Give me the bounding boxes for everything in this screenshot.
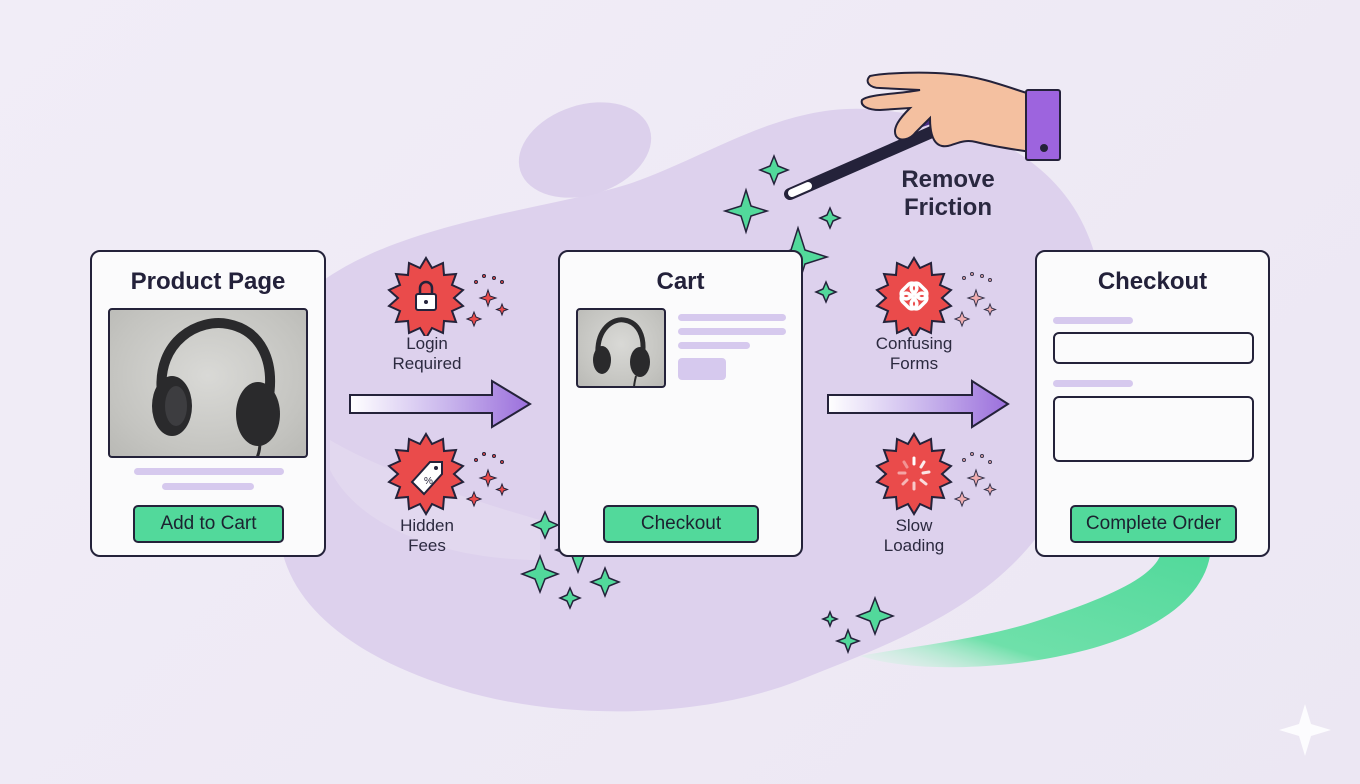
product-description-line [134, 468, 284, 475]
tangled-links-icon [875, 256, 997, 336]
add-to-cart-button[interactable]: Add to Cart [133, 505, 284, 543]
corner-sparkle-icon [1279, 704, 1331, 756]
slow-loading-line1: Slow [895, 516, 933, 535]
flow-arrow-1 [349, 379, 532, 429]
sparkle-group-ribbon [820, 595, 896, 655]
product-page-title: Product Page [130, 268, 286, 295]
product-page-card: Product Page Add to Cart [90, 250, 326, 557]
cart-item-photo [576, 308, 666, 388]
hidden-fees-line1: Hidden [400, 516, 454, 535]
cart-title: Cart [656, 268, 705, 295]
hidden-fees-line2: Fees [408, 536, 446, 555]
checkout-button[interactable]: Checkout [603, 505, 759, 543]
price-tag-icon: % [387, 432, 509, 516]
login-required-line2: Required [392, 354, 462, 373]
headphones-icon [593, 317, 650, 386]
confusing-forms-line1: Confusing [875, 334, 953, 353]
svg-text:%: % [424, 476, 433, 487]
checkout-card: Checkout Complete Order [1035, 250, 1270, 557]
hidden-fees-label: Hidden Fees [378, 516, 476, 556]
checkout-textarea-field[interactable] [1053, 396, 1254, 462]
background-blob-small [518, 102, 652, 198]
headphones-icon [152, 318, 280, 456]
cart-item-line [678, 342, 750, 349]
magic-wand-hand-icon [784, 71, 1061, 200]
remove-friction-line1: Remove [901, 166, 995, 193]
cart-card: Cart Checkout [558, 250, 803, 557]
flow-arrow-2 [827, 379, 1010, 429]
product-description-line [162, 483, 254, 490]
slow-loading-label: Slow Loading [862, 516, 966, 556]
cart-quantity-placeholder [678, 358, 726, 380]
confusing-forms-line2: Forms [889, 354, 939, 373]
product-photo [108, 308, 308, 458]
field-label-line [1053, 380, 1133, 387]
checkout-input-field[interactable] [1053, 332, 1254, 364]
cart-item-line [678, 328, 786, 335]
remove-friction-line2: Friction [904, 194, 992, 221]
login-required-label: Login Required [378, 334, 476, 374]
remove-friction-label: Remove Friction [878, 166, 1018, 222]
field-label-line [1053, 317, 1133, 324]
lock-icon [387, 256, 509, 336]
checkout-title: Checkout [1097, 268, 1208, 295]
cart-item-line [678, 314, 786, 321]
login-required-line1: Login [406, 334, 448, 353]
confusing-forms-label: Confusing Forms [862, 334, 966, 374]
slow-loading-line2: Loading [883, 536, 945, 555]
green-ribbon-swoosh [860, 556, 1210, 668]
complete-order-button[interactable]: Complete Order [1070, 505, 1237, 543]
spinner-icon [875, 432, 997, 516]
